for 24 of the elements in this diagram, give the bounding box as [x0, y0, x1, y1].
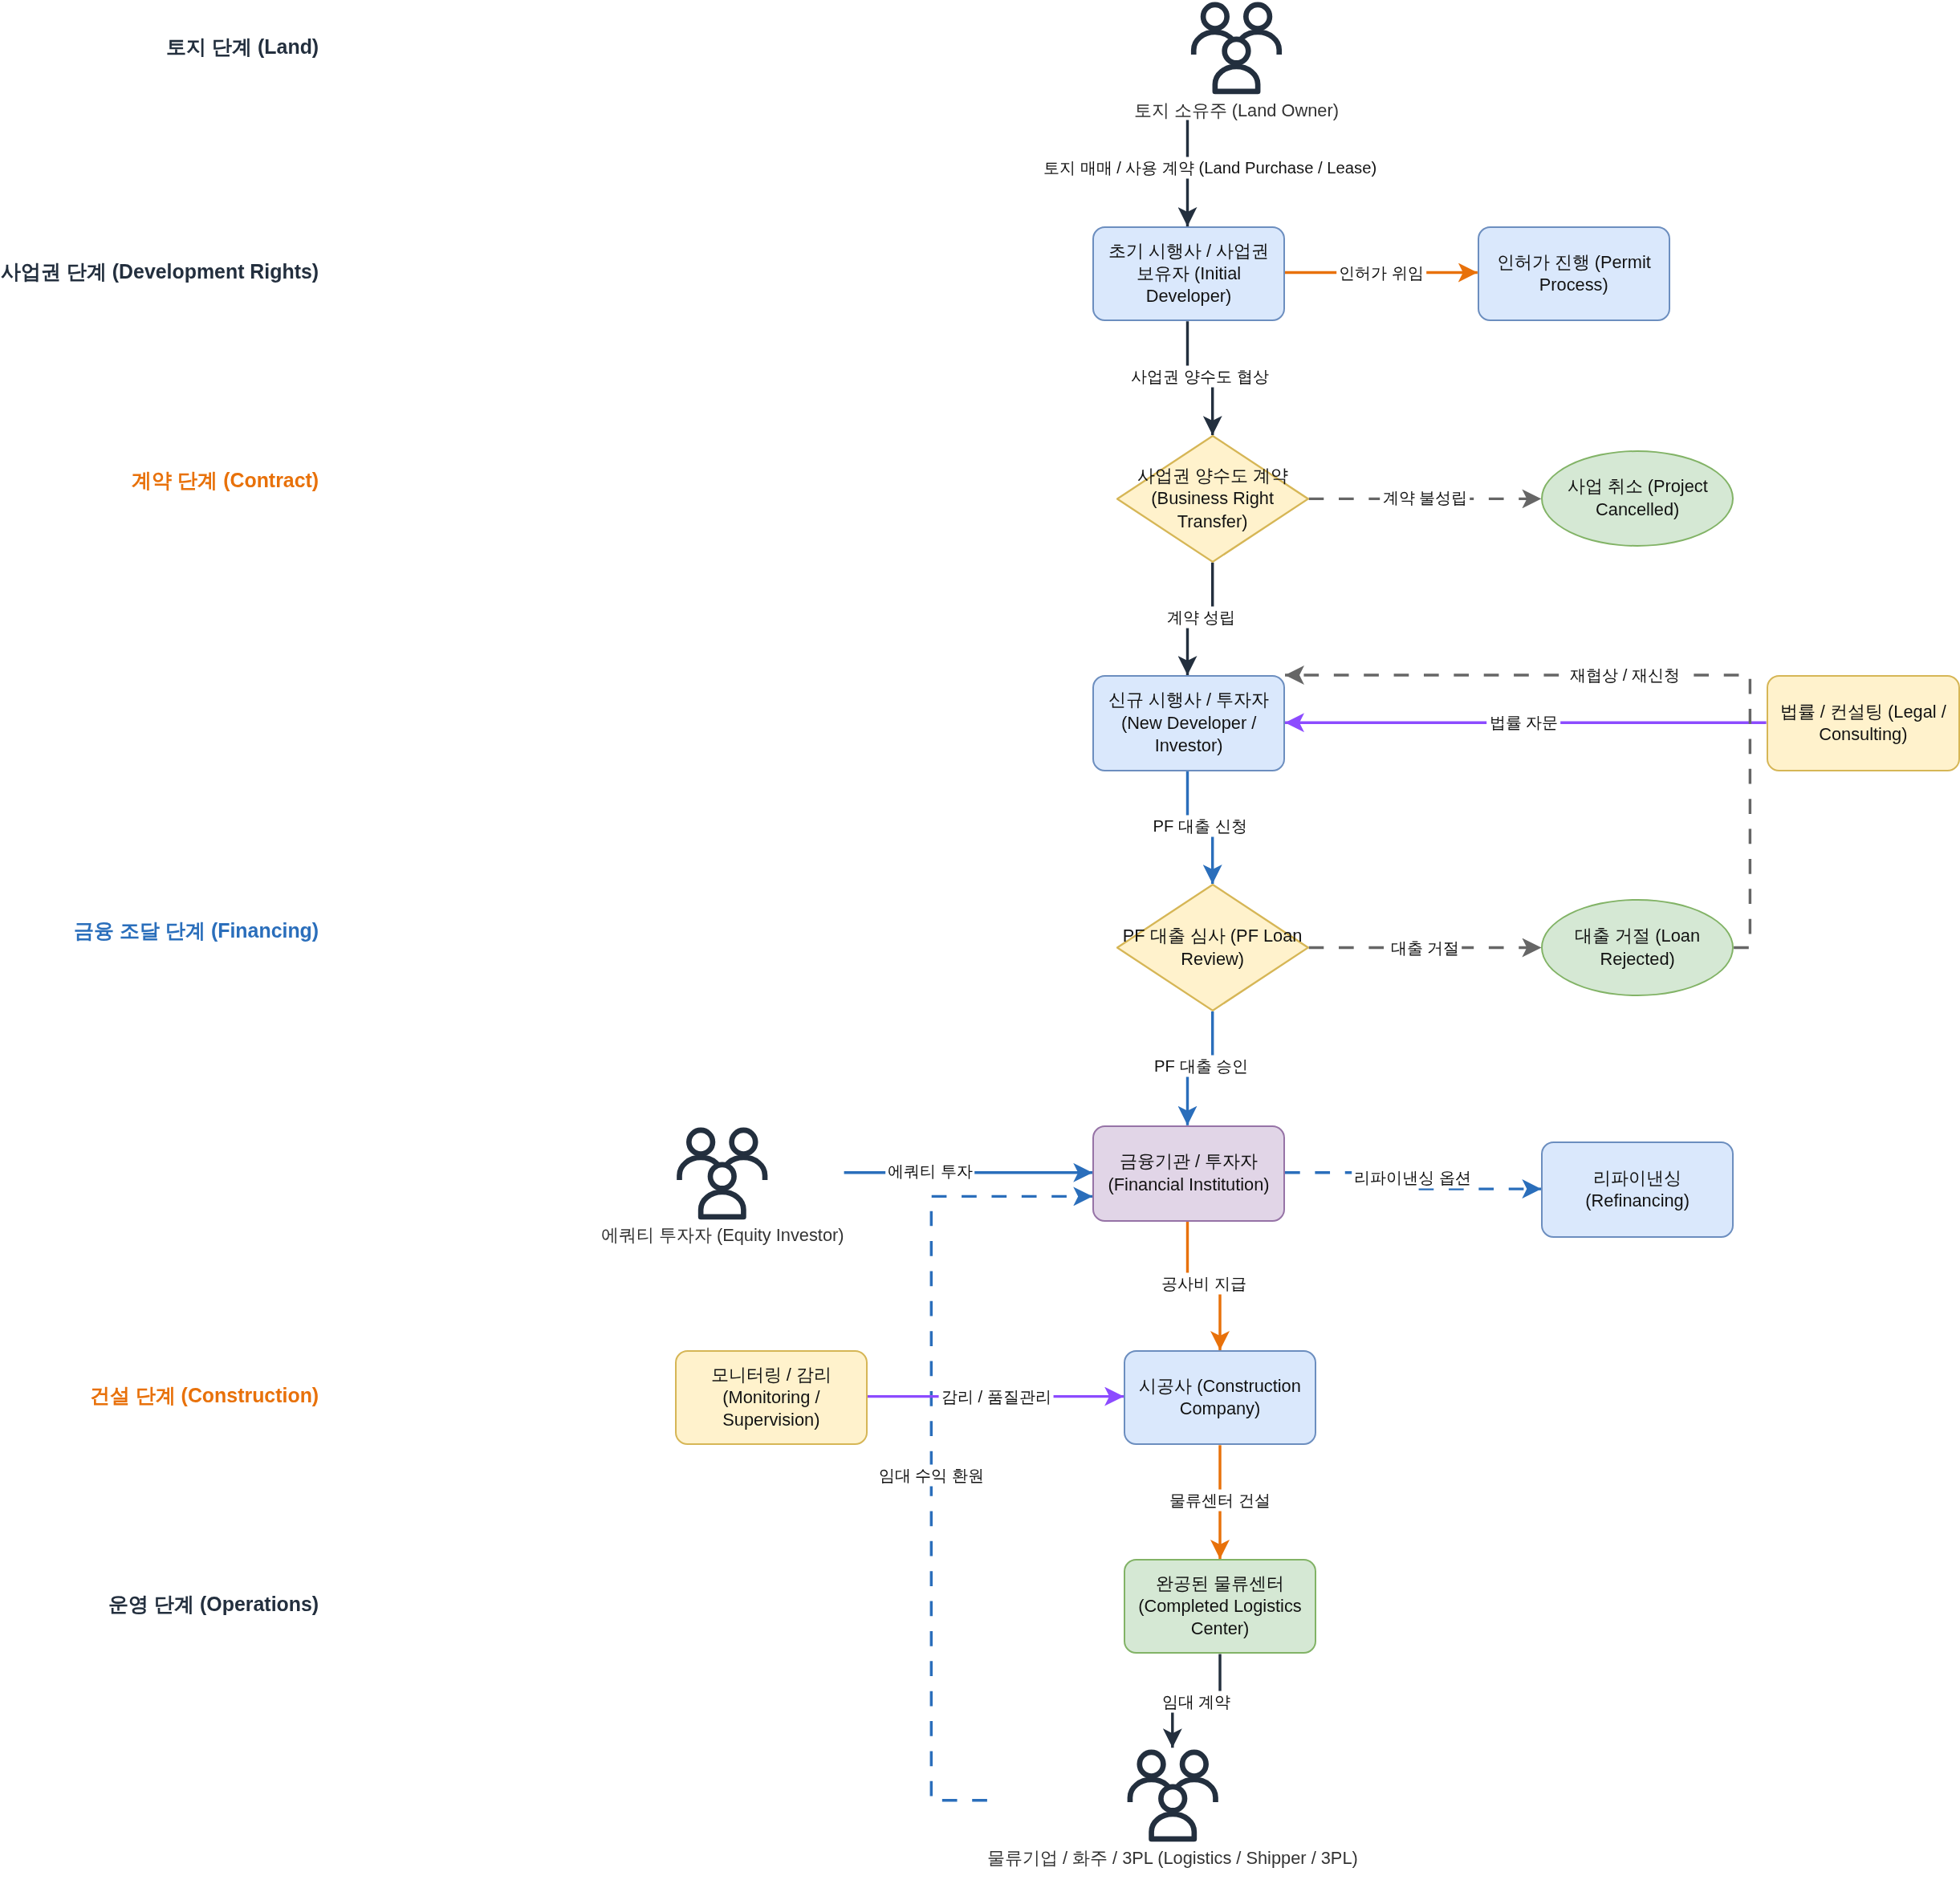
process-box: 금융기관 / 투자자 (Financial Institution) [1092, 1125, 1285, 1222]
phase-label: 운영 단계 (Operations) [108, 1591, 319, 1617]
process-box: 시공사 (Construction Company) [1124, 1350, 1316, 1446]
process-box: 초기 시행사 / 사업권 보유자 (Initial Developer) [1092, 226, 1285, 322]
node-caption: 에쿼티 투자자 (Equity Investor) [600, 1225, 844, 1246]
dashed-arrow [929, 1186, 1093, 1802]
phase-label: 사업권 단계 (Development Rights) [0, 258, 319, 284]
node-caption: 토지 소유주 (Land Owner) [1133, 100, 1339, 120]
process-box: 법률 / 컨설팅 (Legal / Consulting) [1766, 675, 1960, 771]
process-box: 리파이낸싱 (Refinancing) [1541, 1141, 1734, 1238]
process-box: 완공된 물류센터 (Completed Logistics Center) [1124, 1559, 1316, 1654]
phase-label: 금융 조달 단계 (Financing) [74, 918, 319, 943]
phase-label: 토지 단계 (Land) [166, 34, 319, 59]
decision-diamond: PF 대출 심사 (PF Loan Review) [1116, 884, 1309, 1011]
decision-diamond: 사업권 양수도 계약 (Business Right Transfer) [1116, 434, 1309, 563]
node-caption: 물류기업 / 화주 / 3PL (Logistics / Shipper / 3PL) [986, 1847, 1358, 1868]
outcome-ellipse: 대출 거절 (Loan Rejected) [1541, 898, 1734, 997]
process-box: 인허가 진행 (Permit Process) [1477, 226, 1670, 322]
phase-label: 건설 단계 (Construction) [89, 1382, 319, 1408]
phase-label: 계약 단계 (Contract) [132, 467, 319, 493]
process-box: 모니터링 / 감리 (Monitoring / Supervision) [675, 1350, 868, 1446]
process-box: 신규 시행사 / 투자자 (New Developer / Investor) [1092, 675, 1285, 771]
edge-label: 사업권 양수도 협상 [1128, 365, 1271, 388]
outcome-ellipse: 사업 취소 (Project Cancelled) [1541, 450, 1734, 547]
